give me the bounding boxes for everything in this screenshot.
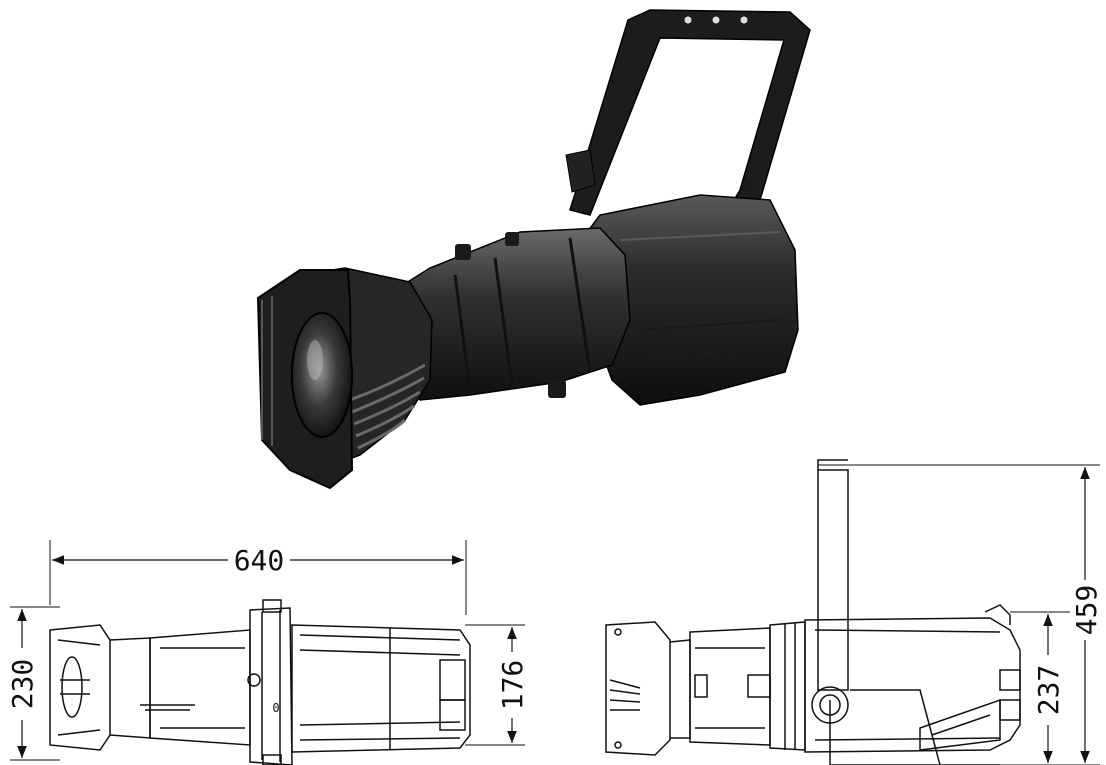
barrel-knob — [455, 244, 471, 260]
barrel-knob — [505, 232, 519, 246]
dimension-459: 459 — [818, 464, 1103, 765]
product-render — [256, 9, 811, 490]
dimension-230: 230 — [6, 606, 60, 761]
yoke-knob-left — [565, 149, 596, 193]
top-view-drawing — [49, 599, 471, 765]
dimension-230-label: 230 — [6, 659, 39, 710]
dimension-640: 640 — [49, 540, 467, 615]
cooling-fins — [349, 363, 426, 450]
barrel-knob — [548, 380, 566, 398]
dimension-176-label: 176 — [496, 660, 529, 711]
yoke-hole — [684, 16, 692, 24]
top-knob — [742, 180, 754, 192]
front-lens — [291, 312, 353, 438]
dimension-640-label: 640 — [234, 544, 285, 577]
side-view-drawing — [605, 459, 1021, 765]
side-knob-label: 0 — [272, 701, 279, 715]
yoke-hole — [712, 16, 720, 24]
yoke-hole — [740, 16, 748, 24]
dimension-237-label: 237 — [1032, 665, 1065, 716]
dimension-459-label: 459 — [1070, 585, 1103, 636]
dimension-237: 237 — [1000, 611, 1070, 765]
dimension-176: 176 — [465, 624, 529, 746]
